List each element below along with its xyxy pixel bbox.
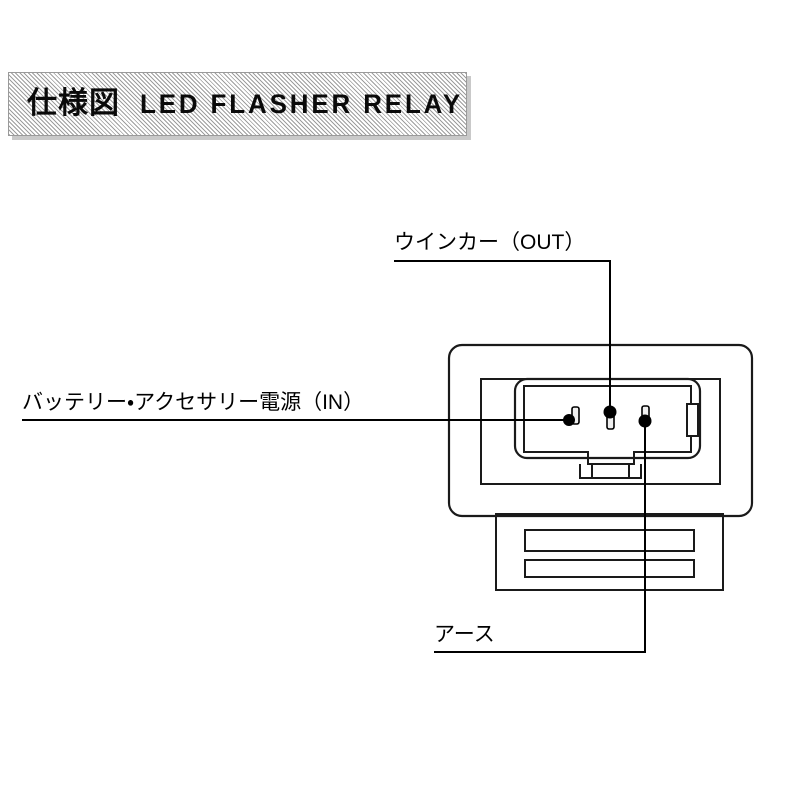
- banner-title-japanese: 仕様図: [27, 87, 120, 120]
- connector-bottom-tab: [579, 464, 642, 479]
- callout-leader-out: [394, 260, 611, 412]
- lower-body: [495, 513, 724, 591]
- banner-title-english: LED FLASHER RELAY: [140, 88, 464, 119]
- vent-slot-lower: [524, 559, 695, 578]
- vent-slot-upper: [524, 529, 695, 552]
- terminal-right-pin: [638, 405, 652, 428]
- connector-bottom-tab-inner: [591, 464, 630, 478]
- callout-leader-ground: [434, 421, 646, 653]
- spec-header-banner: 仕様図 LED FLASHER RELAY: [8, 72, 471, 140]
- terminal-left-pin: [563, 406, 580, 426]
- terminal-middle-pin-marker: [603, 405, 617, 419]
- terminal-left-pin-marker: [563, 414, 575, 426]
- connector-cavity-outer: [513, 377, 702, 460]
- callout-label-in: バッテリー・アクセサリー電源（IN）: [22, 391, 364, 414]
- callout-label-out: ウインカー（OUT）: [394, 231, 585, 254]
- outer-housing: [447, 343, 754, 518]
- connector-key-notch: [686, 403, 699, 437]
- inner-housing: [480, 378, 721, 485]
- banner-plate: 仕様図 LED FLASHER RELAY: [8, 72, 467, 136]
- callout-label-ground: アース: [434, 623, 495, 646]
- terminal-right-pin-marker: [638, 414, 652, 428]
- terminal-middle-pin: [603, 405, 617, 430]
